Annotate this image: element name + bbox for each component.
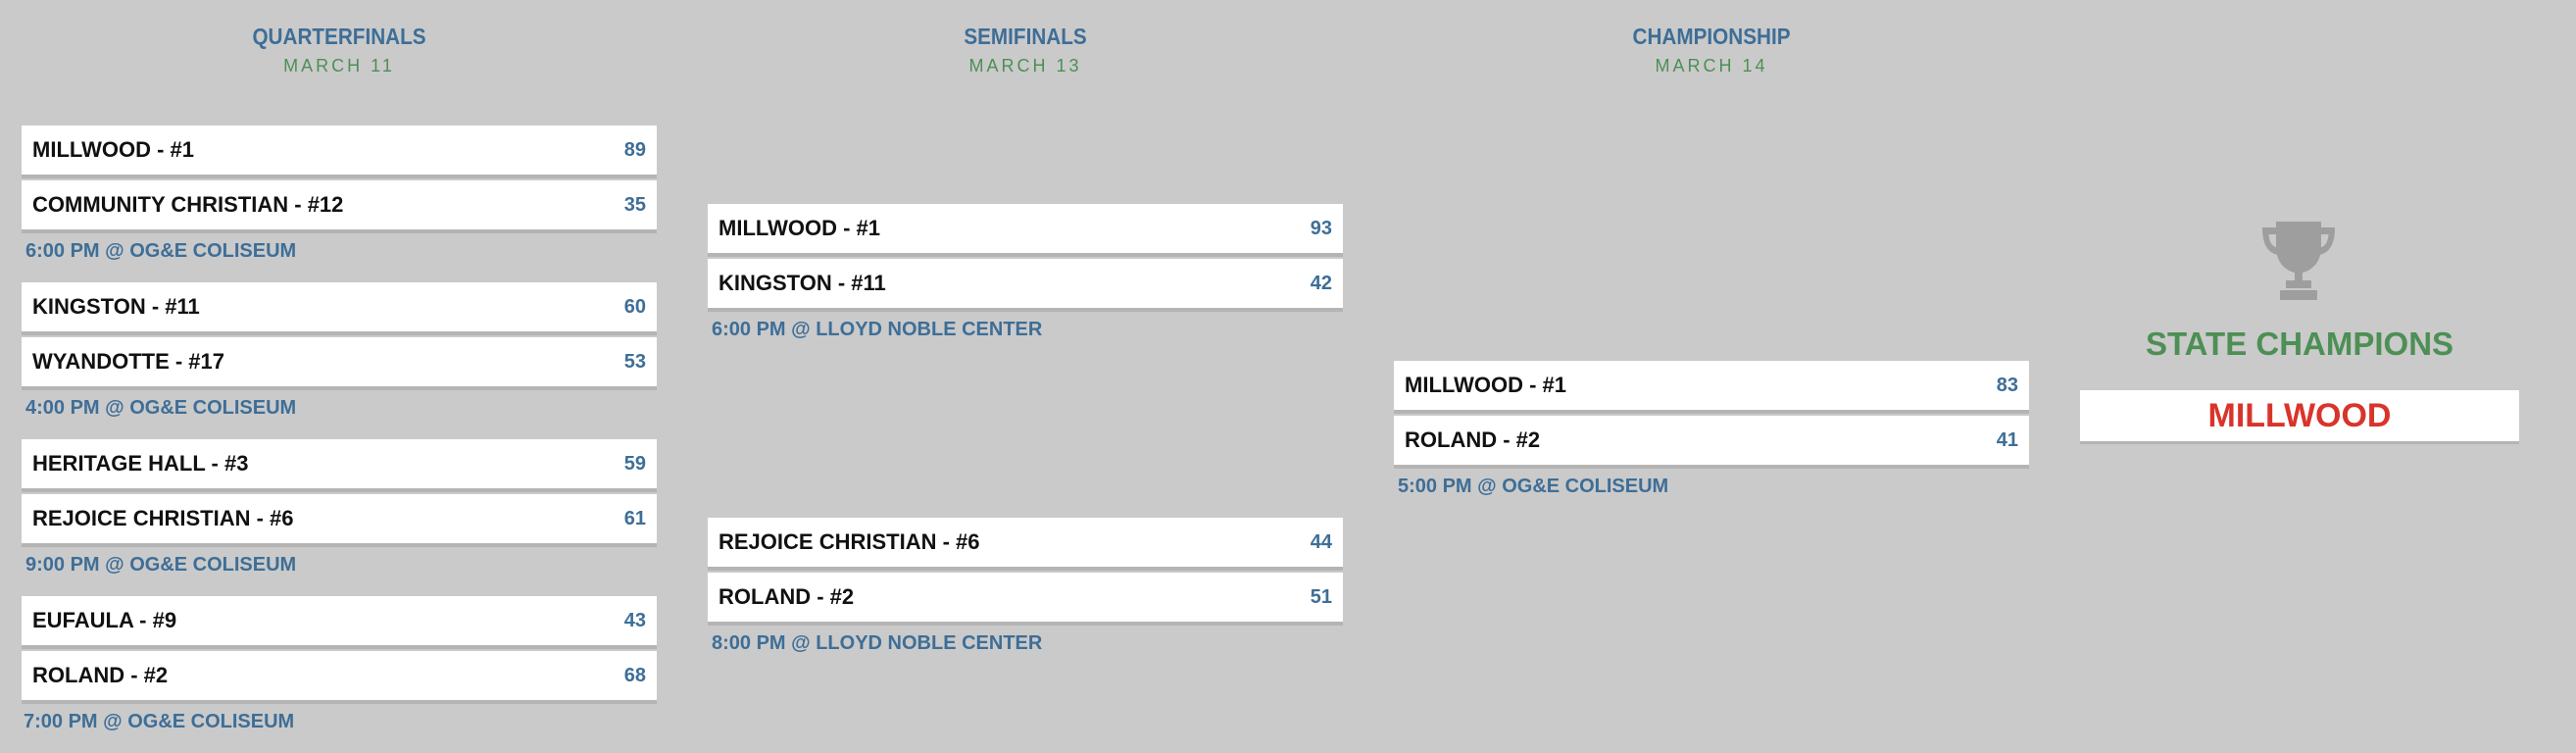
round-title: QUARTERFINALS [252,24,426,49]
round-header-quarterfinals: QUARTERFINALS MARCH 11 [22,22,657,76]
game-info: 5:00 PM @ OG&E COLISEUM [1398,476,1669,497]
team-slot[interactable]: KINGSTON - #11 42 [708,259,1343,308]
game-info: 6:00 PM @ OG&E COLISEUM [25,240,297,262]
team-slot[interactable]: WYANDOTTE - #17 53 [22,337,657,386]
team-name: WYANDOTTE - #17 [32,349,225,374]
round-date: MARCH 14 [1655,56,1768,75]
team-name: REJOICE CHRISTIAN - #6 [32,506,294,530]
team-slot[interactable]: EUFAULA - #9 43 [22,596,657,645]
round-header-semifinals: SEMIFINALS MARCH 13 [708,22,1343,76]
team-slot[interactable]: REJOICE CHRISTIAN - #6 44 [708,518,1343,567]
team-name: COMMUNITY CHRISTIAN - #12 [32,192,344,217]
round-title: CHAMPIONSHIP [1632,24,1791,49]
team-score: 53 [623,350,646,373]
champion-name: MILLWOOD [2207,396,2392,434]
team-score: 41 [1996,428,2018,451]
team-slot[interactable]: MILLWOOD - #1 93 [708,204,1343,253]
team-score: 60 [623,295,646,318]
team-slot[interactable]: COMMUNITY CHRISTIAN - #12 35 [22,180,657,229]
team-slot[interactable]: KINGSTON - #11 60 [22,282,657,331]
team-score: 42 [1310,272,1332,294]
game-info: 6:00 PM @ LLOYD NOBLE CENTER [712,319,1043,340]
team-slot[interactable]: REJOICE CHRISTIAN - #6 61 [22,494,657,543]
round-title: SEMIFINALS [964,24,1087,49]
team-name: ROLAND - #2 [1405,427,1541,452]
team-name: KINGSTON - #11 [718,271,886,295]
game-info: 7:00 PM @ OG&E COLISEUM [24,711,295,732]
team-score: 83 [1996,374,2018,396]
team-score: 93 [1310,217,1332,239]
team-score: 43 [623,609,646,631]
team-name: MILLWOOD - #1 [32,137,194,162]
team-slot[interactable]: ROLAND - #2 51 [708,573,1343,622]
team-name: REJOICE CHRISTIAN - #6 [718,529,980,554]
round-header-championship: CHAMPIONSHIP MARCH 14 [1394,22,2029,76]
team-score: 59 [623,452,646,475]
team-score: 51 [1310,585,1332,608]
round-date: MARCH 13 [968,56,1082,75]
team-score: 44 [1310,530,1332,553]
team-name: HERITAGE HALL - #3 [32,451,249,476]
team-slot[interactable]: MILLWOOD - #1 89 [22,126,657,175]
team-score: 35 [623,193,646,216]
round-date: MARCH 11 [283,56,395,75]
team-name: ROLAND - #2 [32,663,169,687]
team-score: 68 [623,664,646,686]
champion-box: MILLWOOD [2080,390,2519,441]
team-slot[interactable]: MILLWOOD - #1 83 [1394,361,2029,410]
game-info: 8:00 PM @ LLOYD NOBLE CENTER [712,632,1043,654]
team-name: MILLWOOD - #1 [1405,373,1566,397]
team-slot[interactable]: ROLAND - #2 68 [22,651,657,700]
team-name: KINGSTON - #11 [32,294,200,319]
team-score: 89 [623,138,646,161]
team-name: EUFAULA - #9 [32,608,177,632]
trophy-icon [2262,222,2335,300]
team-slot[interactable]: ROLAND - #2 41 [1394,416,2029,465]
team-name: MILLWOOD - #1 [718,216,880,240]
team-slot[interactable]: HERITAGE HALL - #3 59 [22,439,657,488]
game-info: 9:00 PM @ OG&E COLISEUM [25,554,297,576]
team-score: 61 [623,507,646,529]
team-name: ROLAND - #2 [718,584,855,609]
game-info: 4:00 PM @ OG&E COLISEUM [25,397,297,419]
state-champions-title: STATE CHAMPIONS [2145,326,2454,362]
